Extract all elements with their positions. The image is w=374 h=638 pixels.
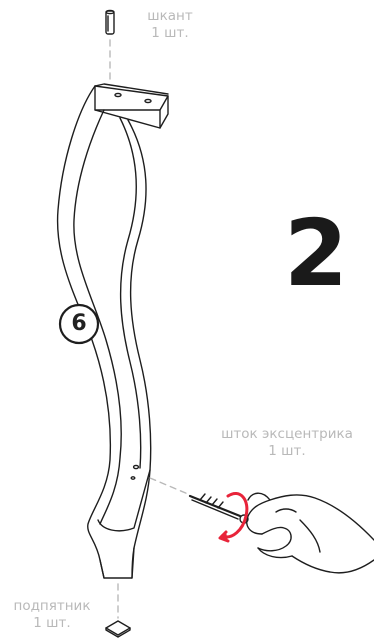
hand-illustration bbox=[247, 493, 374, 573]
step-number: 2 bbox=[284, 200, 348, 308]
floor-pad-icon bbox=[106, 621, 130, 637]
pad-label: подпятник 1 шт. bbox=[2, 598, 102, 632]
rod-qty: 1 шт. bbox=[200, 443, 374, 460]
dowel-label: шкант 1 шт. bbox=[130, 8, 210, 42]
dowel-icon bbox=[106, 10, 114, 34]
dowel-name: шкант bbox=[130, 8, 210, 25]
pad-name: подпятник bbox=[2, 598, 102, 615]
rod-label: шток эксцентрика 1 шт. bbox=[200, 426, 374, 460]
rod-name: шток эксцентрика bbox=[200, 426, 374, 443]
part-number: 6 bbox=[62, 308, 96, 340]
pad-qty: 1 шт. bbox=[2, 615, 102, 632]
dowel-qty: 1 шт. bbox=[130, 25, 210, 42]
eccentric-rod-icon bbox=[190, 494, 248, 523]
